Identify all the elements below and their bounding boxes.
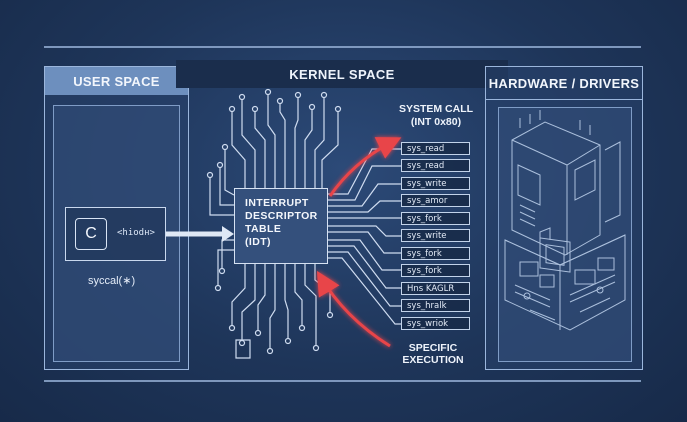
- specific-execution-line-2: EXECUTION: [402, 354, 464, 366]
- right-circuit-traces: [328, 148, 401, 325]
- user-space-title: USER SPACE: [45, 67, 188, 95]
- hardware-inner: [498, 107, 632, 362]
- red-arrow-to-syscall: [328, 137, 402, 197]
- bottom-circuit-traces: [214, 239, 334, 359]
- circuit-board-icon: [504, 110, 626, 331]
- idt-line-1: INTERRUPT: [245, 197, 309, 209]
- syscall-table-row[interactable]: sys_amor: [401, 194, 470, 207]
- bottom-divider: [44, 380, 641, 382]
- system-call-line-1: SYSTEM CALL: [398, 103, 474, 115]
- idt-line-4: (IDT): [245, 236, 271, 248]
- system-call-title: SYSTEM CALL (INT 0x80): [394, 103, 478, 129]
- syscall-table-row[interactable]: sys_read: [401, 159, 470, 172]
- idt-line-3: TABLE: [245, 223, 282, 235]
- syscall-table-row[interactable]: sys_read: [401, 142, 470, 155]
- syscall-text: syccal(∗): [88, 275, 136, 287]
- c-file-icon: C: [75, 218, 107, 250]
- specific-execution-label: SPECIFIC EXECUTION: [399, 342, 467, 366]
- top-divider: [44, 46, 641, 48]
- idt-box[interactable]: INTERRUPT DESCRIPTOR TABLE (IDT): [234, 188, 328, 264]
- user-code-box[interactable]: C <hiodн>: [65, 207, 166, 261]
- hardware-panel: HARDWARE / DRIVERS: [485, 66, 643, 370]
- syscall-table-row[interactable]: sys_fork: [401, 247, 470, 260]
- syscall-table-row[interactable]: sys_write: [401, 177, 470, 190]
- red-arrows: [316, 137, 402, 348]
- syscall-table-row[interactable]: sys_wriok: [401, 317, 470, 330]
- user-to-idt-arrow: [166, 226, 234, 242]
- syscall-table-row[interactable]: sys_hralk: [401, 299, 470, 312]
- hardware-title: HARDWARE / DRIVERS: [486, 67, 642, 100]
- code-label: <hiodн>: [117, 228, 155, 238]
- kernel-space-title: KERNEL SPACE: [176, 60, 508, 88]
- idt-line-2: DESCRIPTOR: [245, 210, 318, 222]
- syscall-table-row[interactable]: sys_fork: [401, 212, 470, 225]
- red-arrow-from-execution: [316, 270, 391, 348]
- syscall-table-row[interactable]: sys_fork: [401, 264, 470, 277]
- syscall-table-row[interactable]: Hns KAGLR: [401, 282, 470, 295]
- syscall-table-row[interactable]: sys_write: [401, 229, 470, 242]
- system-call-line-2: (INT 0x80): [410, 116, 462, 128]
- specific-execution-line-1: SPECIFIC: [408, 342, 458, 354]
- top-circuit-traces: [206, 88, 342, 216]
